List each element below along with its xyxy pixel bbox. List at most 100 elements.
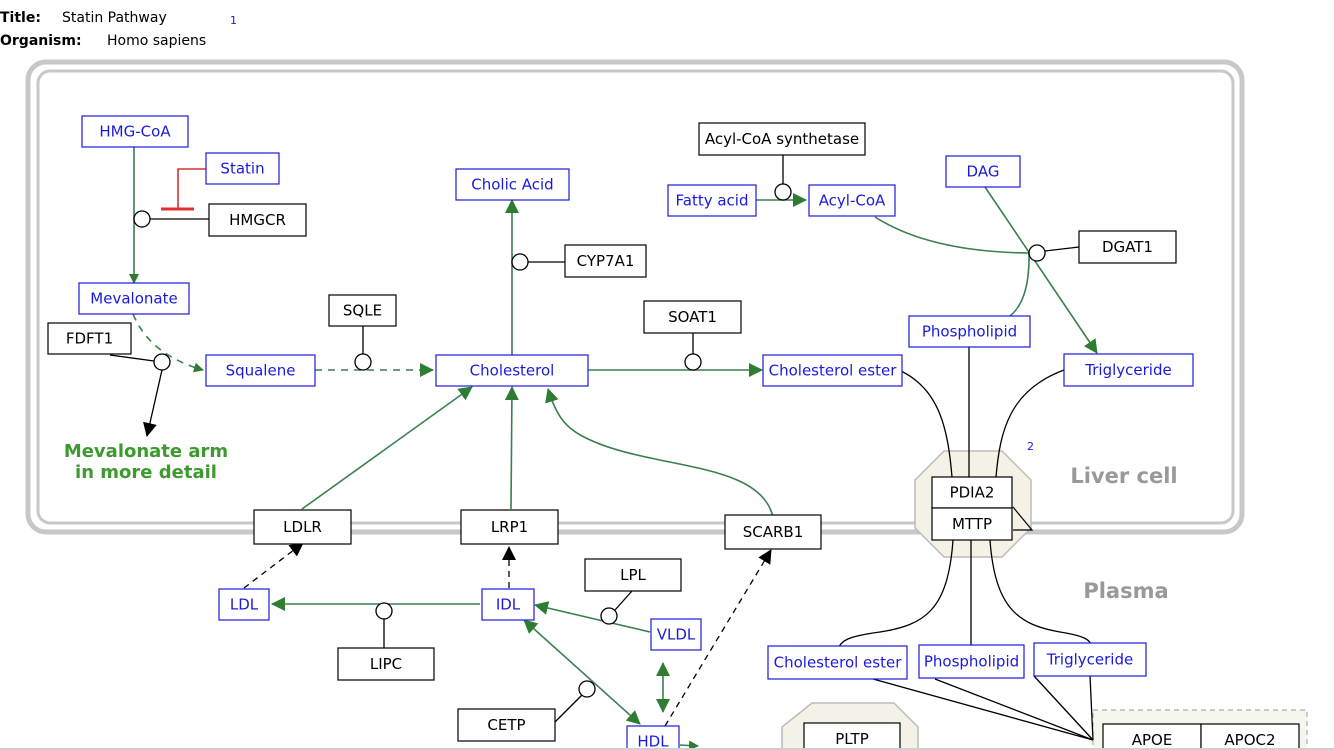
ester-to-apoe-edge — [872, 678, 1094, 741]
ldl-label: LDL — [230, 596, 259, 614]
ldl-to-ldlr-edge — [243, 542, 304, 589]
pltp-node[interactable]: PLTP — [803, 722, 901, 750]
vldl-label: VLDL — [657, 626, 696, 644]
pdia2-node[interactable]: PDIA2 — [931, 476, 1013, 509]
fatty-acid-node[interactable]: Fatty acid — [667, 184, 757, 217]
label-clip-mask — [231, 436, 251, 466]
soat1-node[interactable]: SOAT1 — [643, 300, 742, 334]
organism-label: Organism: — [0, 33, 82, 49]
triglyceride-plasma-to-apoe-edge-2 — [1089, 675, 1094, 741]
phospholipid-plasma-node[interactable]: Phospholipid — [918, 644, 1025, 679]
lpl-node[interactable]: LPL — [584, 558, 682, 592]
scarb1-node[interactable]: SCARB1 — [724, 514, 822, 550]
idl-node[interactable]: IDL — [481, 588, 535, 621]
cyp7a1-label: CYP7A1 — [577, 252, 635, 270]
dgat1-catalysis-edge — [1044, 246, 1080, 252]
acyl-coa-node[interactable]: Acyl-CoA — [808, 184, 896, 217]
acyl-coa-label: Acyl-CoA — [819, 192, 886, 210]
mevalonate-node[interactable]: Mevalonate — [78, 282, 190, 315]
title-citation[interactable]: 1 — [230, 14, 237, 27]
cholesterol-ester-plasma-label: Cholesterol ester — [774, 654, 903, 672]
hdl-node[interactable]: HDL — [626, 725, 680, 750]
squalene-label: Squalene — [226, 362, 296, 380]
pathway-title: Statin Pathway — [62, 10, 167, 26]
cholesterol-node[interactable]: Cholesterol — [435, 354, 589, 387]
apoe-label: APOE — [1132, 731, 1173, 749]
liver-cell-label: Liver cell — [1070, 464, 1177, 488]
fatty-acid-label: Fatty acid — [676, 192, 749, 210]
ldlr-node[interactable]: LDLR — [253, 509, 352, 545]
statin-node[interactable]: Statin — [205, 152, 280, 185]
hmg-coa-node[interactable]: HMG-CoA — [81, 115, 189, 148]
lipc-catalysis-anchor — [375, 602, 393, 620]
hdl-to-scarb1-edge — [664, 549, 772, 727]
lipc-node[interactable]: LIPC — [337, 647, 435, 681]
soat1-label: SOAT1 — [668, 308, 717, 326]
idl-label: IDL — [496, 596, 521, 614]
apoe-node[interactable]: APOE — [1102, 723, 1202, 750]
scarb1-label: SCARB1 — [743, 523, 804, 541]
cholesterol-ester-liver-label: Cholesterol ester — [769, 362, 898, 380]
mttp-side-arrow — [1012, 506, 1034, 531]
cholesterol-ester-plasma-node[interactable]: Cholesterol ester — [767, 645, 908, 680]
sqle-label: SQLE — [343, 302, 382, 320]
dag-node[interactable]: DAG — [945, 155, 1021, 188]
cholesterol-ester-liver-node[interactable]: Cholesterol ester — [762, 354, 903, 387]
organism-value: Homo sapiens — [107, 33, 206, 49]
apoc2-label: APOC2 — [1224, 731, 1275, 749]
lrp1-label: LRP1 — [491, 518, 528, 536]
hdl-exit-edge — [679, 740, 699, 750]
hmgcr-label: HMGCR — [229, 211, 286, 229]
triglyceride-liver-node[interactable]: Triglyceride — [1063, 353, 1194, 387]
pdia2-label: PDIA2 — [950, 484, 995, 502]
pltp-label: PLTP — [835, 730, 869, 748]
vldl-node[interactable]: VLDL — [650, 618, 702, 651]
cetp-catalysis-anchor — [578, 680, 596, 698]
hdl-label: HDL — [637, 733, 669, 750]
triglyceride-plasma-label: Triglyceride — [1046, 651, 1133, 669]
cetp-label: CETP — [487, 716, 525, 734]
triglyceride-liver-label: Triglyceride — [1084, 361, 1171, 379]
hmgcr-node[interactable]: HMGCR — [208, 203, 307, 237]
cyp7a1-node[interactable]: CYP7A1 — [564, 244, 647, 278]
acyl-coa-synthetase-label: Acyl-CoA synthetase — [705, 130, 859, 148]
phospholipid-to-apoe-edge — [934, 678, 1094, 741]
dgat1-node[interactable]: DGAT1 — [1078, 230, 1177, 264]
vldl-to-idl-edge — [534, 601, 651, 633]
mevalonate-arm-label-line1[interactable]: Mevalonate arm — [64, 441, 228, 462]
ldl-node[interactable]: LDL — [218, 588, 270, 621]
squalene-node[interactable]: Squalene — [205, 354, 316, 387]
sqle-node[interactable]: SQLE — [328, 294, 397, 327]
mevalonate-label: Mevalonate — [90, 290, 177, 308]
lpl-catalysis-edge — [614, 590, 633, 611]
statin-inhibition-edge — [177, 168, 206, 208]
mevalonate-arm-link-edge — [143, 369, 163, 437]
phospholipid-liver-node[interactable]: Phospholipid — [908, 315, 1031, 348]
hmg-coa-label: HMG-CoA — [99, 123, 171, 141]
liver-cell-compartment-inner — [36, 69, 1235, 525]
lrp1-to-cholesterol-edge — [504, 386, 519, 510]
ldlr-to-cholesterol-edge — [301, 386, 473, 510]
apoc2-node[interactable]: APOC2 — [1200, 723, 1300, 750]
mttp-node[interactable]: MTTP — [931, 507, 1013, 541]
liver-cell-compartment-outer — [25, 59, 1245, 535]
fdft1-catalysis-edge — [109, 354, 155, 362]
cetp-node[interactable]: CETP — [457, 708, 556, 742]
lipc-label: LIPC — [370, 655, 402, 673]
dag-to-triglyceride-edge — [984, 186, 1098, 354]
mevalonate-arm-label-line2[interactable]: in more detail — [75, 462, 217, 483]
lpl-label: LPL — [620, 566, 646, 584]
cetp-catalysis-edge — [554, 694, 583, 723]
liver-citation[interactable]: 2 — [1027, 440, 1034, 453]
plasma-label: Plasma — [1083, 579, 1168, 603]
lrp1-node[interactable]: LRP1 — [460, 509, 559, 545]
acyl-coa-synthetase-node[interactable]: Acyl-CoA synthetase — [698, 122, 866, 156]
cholesterol-label: Cholesterol — [470, 362, 555, 380]
acylcoa-synthetase-catalysis-anchor — [774, 183, 792, 201]
mttp-to-plasma-triglyceride-edge — [989, 539, 1092, 646]
cholic-acid-node[interactable]: Cholic Acid — [455, 168, 570, 201]
dgat1-label: DGAT1 — [1102, 238, 1153, 256]
fdft1-node[interactable]: FDFT1 — [47, 322, 132, 355]
triglyceride-plasma-node[interactable]: Triglyceride — [1033, 642, 1147, 677]
ester-to-mttp-edge — [900, 370, 953, 478]
